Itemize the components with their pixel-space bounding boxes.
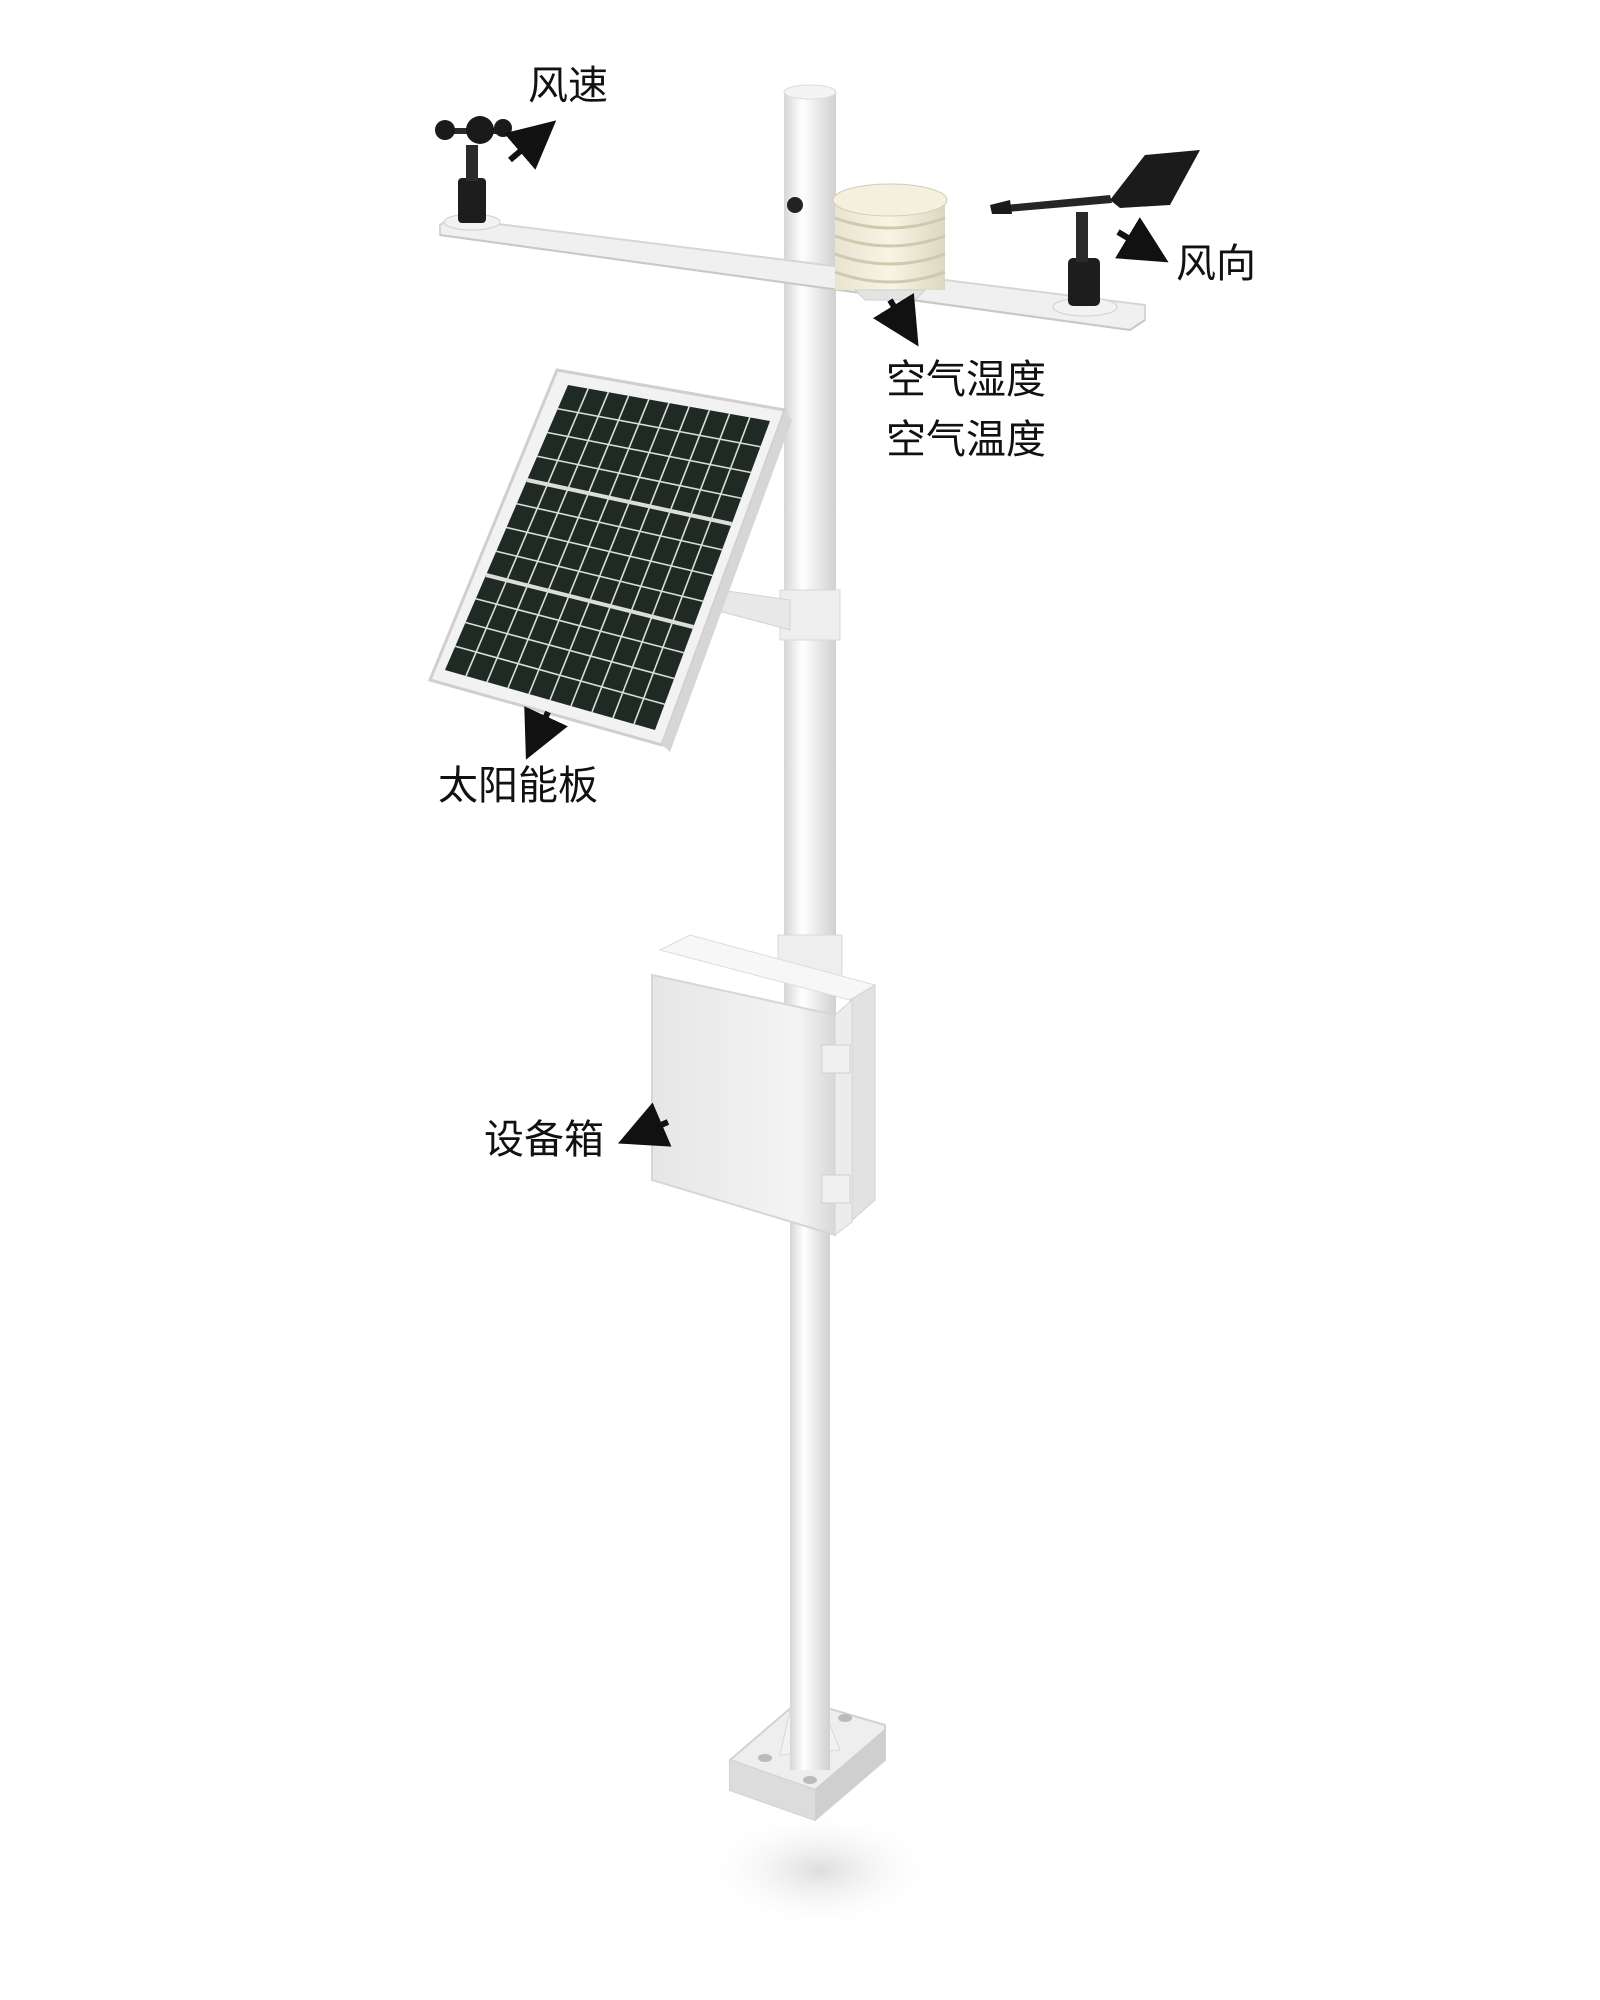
wind-direction-label: 风向 — [1176, 241, 1256, 287]
solar-panel-icon — [427, 368, 792, 752]
equipment-box-label: 设备箱 — [484, 1117, 604, 1163]
wind-vane-icon — [990, 150, 1200, 317]
box-hinge-bottom — [821, 1174, 851, 1204]
wind-speed-label: 风速 — [528, 63, 608, 109]
anemometer-icon — [435, 116, 512, 231]
solar-panel-label: 太阳能板 — [438, 763, 598, 809]
equipment-box-icon — [651, 934, 877, 1237]
air-humidity-label: 空气湿度 — [886, 357, 1046, 403]
arrow-solar-panel — [524, 706, 568, 760]
pole-hole — [787, 197, 803, 213]
box-hinge-top — [821, 1044, 851, 1074]
ground-shadow — [700, 1810, 940, 1930]
arrow-equipment-box — [617, 1102, 672, 1147]
arrow-wind-speed — [504, 120, 557, 170]
annotation-arrows — [504, 120, 1169, 1147]
radiation-shield-icon — [832, 183, 948, 301]
air-temperature-label: 空气温度 — [886, 417, 1046, 463]
pole-lower — [790, 1180, 830, 1770]
arrow-air-sensor — [872, 292, 919, 347]
arrow-wind-direction — [1115, 217, 1169, 263]
